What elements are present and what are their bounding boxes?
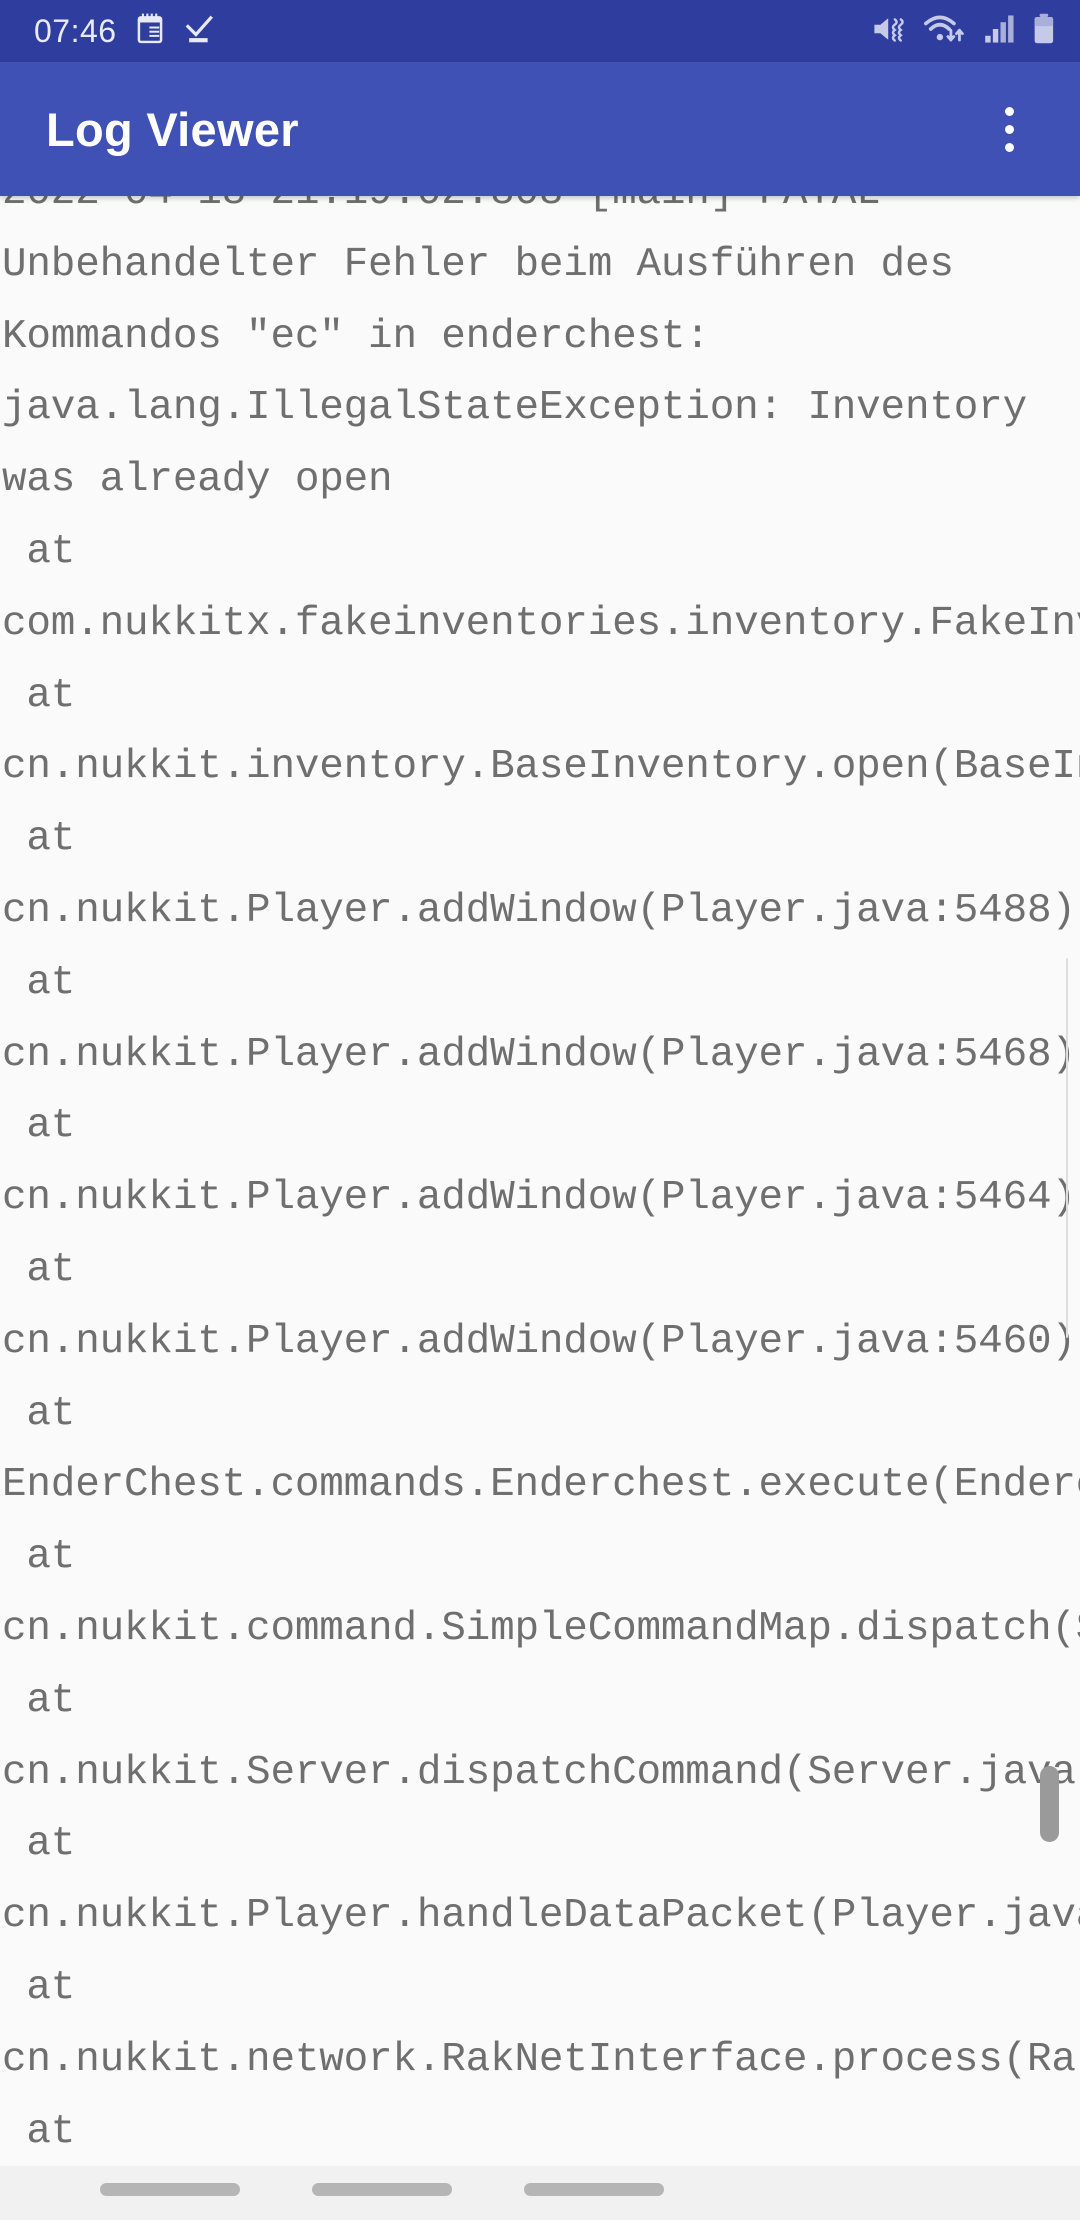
app-bar: Log Viewer	[0, 62, 1080, 196]
vertical-scrollbar-thumb[interactable]	[1040, 1766, 1059, 1842]
wifi-transfer-icon	[924, 13, 968, 50]
log-content-viewport[interactable]: 2022-04-18 21:19:02.808 [main] FATAL - U…	[0, 158, 1080, 2170]
overflow-menu-icon[interactable]	[972, 92, 1046, 166]
status-bar-left-group: 07:46	[34, 13, 215, 50]
vibrate-mute-icon	[872, 13, 908, 50]
home-pill[interactable]	[312, 2183, 452, 2196]
status-bar-right-group	[872, 13, 1056, 50]
page-title: Log Viewer	[46, 102, 299, 156]
vertical-scrollbar-track[interactable]	[1066, 958, 1068, 1338]
status-bar-clock: 07:46	[34, 13, 117, 49]
signal-bars-icon	[984, 13, 1016, 50]
notepad-icon	[135, 13, 165, 50]
battery-icon	[1032, 13, 1056, 50]
recents-pill[interactable]	[100, 2183, 240, 2196]
back-pill[interactable]	[524, 2183, 664, 2196]
overflow-dot-1	[1004, 106, 1014, 116]
status-bar: 07:46	[0, 0, 1080, 62]
log-text-body[interactable]: 2022-04-18 21:19:02.808 [main] FATAL - U…	[2, 170, 1080, 2155]
overflow-dot-3	[1004, 142, 1014, 152]
overflow-dot-2	[1004, 124, 1014, 134]
system-navigation-bar	[0, 2166, 1080, 2220]
check-download-icon	[183, 13, 215, 50]
